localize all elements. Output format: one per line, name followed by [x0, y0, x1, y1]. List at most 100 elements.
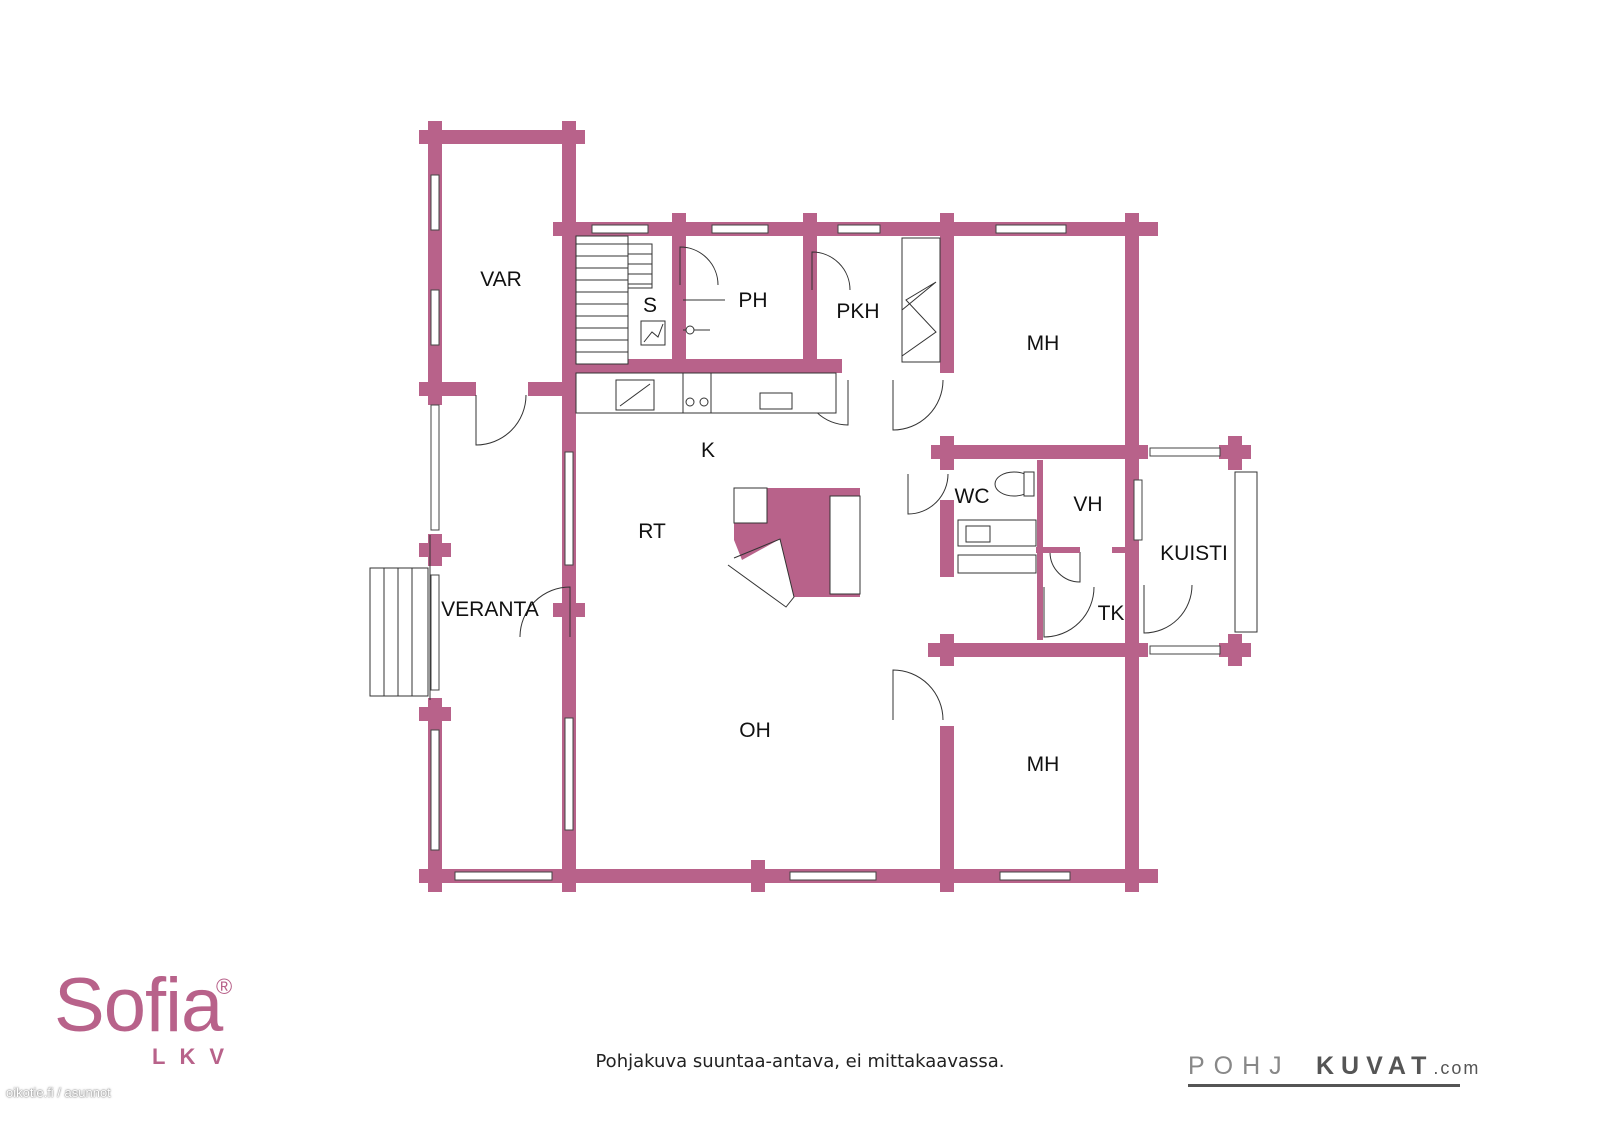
- room-label-mh-top: MH: [1027, 332, 1060, 355]
- window-h-0: [591, 224, 649, 234]
- fireplace-bench: [829, 495, 861, 595]
- joint-v-6: [1125, 213, 1139, 245]
- window-v-6: [430, 729, 440, 851]
- pohjakuvat-left: POHJ: [1188, 1052, 1291, 1080]
- window-v-1: [430, 289, 440, 346]
- joint-v-18: [428, 860, 442, 892]
- brand-name: Sofia: [54, 963, 223, 1048]
- joint-v-12: [428, 534, 442, 566]
- pohjakuvat-logo: POHJ KUVAT.com: [1188, 1050, 1478, 1087]
- joint-v-1: [562, 121, 576, 153]
- window-h-7: [1149, 447, 1221, 457]
- window-h-1: [711, 224, 769, 234]
- plan-details: [369, 174, 1258, 881]
- joint-v-10: [1125, 436, 1139, 468]
- wall-v-9: [940, 726, 954, 883]
- room-label-mh-bottom: MH: [1027, 753, 1060, 776]
- door-swing-9: [1143, 584, 1193, 634]
- wc-shelf: [957, 554, 1037, 574]
- room-label-ph: PH: [738, 289, 767, 312]
- joint-v-5: [940, 213, 954, 245]
- joint-v-9: [940, 436, 954, 468]
- sofia-lkv-logo: Sofia ® LKV: [54, 968, 254, 1088]
- sauna-stove-mark: [643, 323, 664, 343]
- joint-v-7: [428, 373, 442, 405]
- wall-h-6: [928, 643, 1140, 657]
- room-label-s: S: [643, 294, 657, 317]
- joint-v-15: [940, 634, 954, 666]
- window-h-5: [789, 871, 877, 881]
- window-h-8: [1149, 645, 1221, 655]
- door-swing-2: [475, 394, 527, 446]
- kuisti-wall: [1234, 471, 1258, 633]
- wardrobe-mark: [901, 281, 937, 357]
- door-swing-6: [519, 586, 571, 638]
- wc-basin: [965, 525, 991, 543]
- door-swing-4: [892, 379, 944, 431]
- joint-v-11: [1228, 436, 1242, 468]
- fireplace: [727, 487, 861, 608]
- joint-v-2: [562, 213, 576, 245]
- wall-v-2: [672, 222, 686, 373]
- joint-v-20: [751, 860, 765, 892]
- window-v-4: [430, 404, 440, 531]
- pohjakuvat-suffix: .com: [1433, 1058, 1481, 1078]
- window-v-7: [1133, 479, 1143, 541]
- window-v-2: [564, 451, 574, 566]
- shower-drain: [685, 325, 695, 335]
- room-label-kuisti: KUISTI: [1160, 542, 1228, 565]
- door-swing-7: [892, 669, 944, 721]
- pohjakuvat-underline: [1188, 1084, 1460, 1087]
- door-swing-1: [811, 251, 851, 291]
- wall-v-3: [803, 222, 817, 373]
- door-swing-10: [1049, 551, 1081, 583]
- window-h-2: [837, 224, 881, 234]
- wardrobe: [901, 237, 941, 363]
- watermark-site: oikotie.fi / asunnot: [6, 1085, 111, 1100]
- room-label-vh: VH: [1073, 493, 1102, 516]
- room-label-rt: RT: [638, 520, 666, 543]
- joint-v-17: [1228, 634, 1242, 666]
- door-swing-8: [1043, 586, 1095, 638]
- fridge-mark: [619, 383, 651, 407]
- wall-h-7: [420, 869, 1158, 883]
- room-label-tk: TK: [1098, 602, 1125, 625]
- window-v-3: [564, 717, 574, 831]
- room-label-var: VAR: [480, 268, 522, 291]
- stairs: [575, 235, 629, 365]
- room-label-pkh: PKH: [836, 300, 879, 323]
- wall-v-7: [940, 500, 954, 577]
- wall-h-0: [428, 130, 576, 144]
- wall-h-4: [568, 359, 842, 373]
- kitchen-sink: [759, 392, 793, 410]
- joint-v-22: [1125, 860, 1139, 892]
- joint-v-0: [428, 121, 442, 153]
- stove-burner-2: [699, 397, 709, 407]
- window-v-0: [430, 174, 440, 231]
- room-label-wc: WC: [955, 485, 990, 508]
- wall-v-4: [940, 222, 954, 373]
- stair-landing: [627, 243, 653, 289]
- joint-v-14: [428, 698, 442, 730]
- room-label-oh: OH: [739, 719, 771, 742]
- pohjakuvat-right: KUVAT.com: [1316, 1052, 1480, 1081]
- joint-v-16: [1125, 634, 1139, 666]
- window-h-4: [454, 871, 553, 881]
- room-label-k: K: [701, 439, 715, 462]
- stove: [682, 372, 712, 414]
- joint-v-19: [562, 860, 576, 892]
- fireplace-hearth: [733, 487, 768, 524]
- stove-burner-1: [685, 397, 695, 407]
- wall-h-5: [932, 445, 1140, 459]
- veranta-steps: [369, 567, 429, 697]
- door-swing-0: [679, 246, 719, 286]
- toilet-tank: [1023, 471, 1035, 497]
- window-h-3: [995, 224, 1067, 234]
- joint-v-4: [803, 213, 817, 245]
- joint-v-21: [940, 860, 954, 892]
- pohjakuvat-right-text: KUVAT: [1316, 1052, 1434, 1080]
- disclaimer-note: Pohjakuva suuntaa-antava, ei mittakaavas…: [595, 1051, 1005, 1072]
- wall-v-0: [428, 130, 442, 396]
- room-label-veranta: VERANTA: [441, 598, 539, 621]
